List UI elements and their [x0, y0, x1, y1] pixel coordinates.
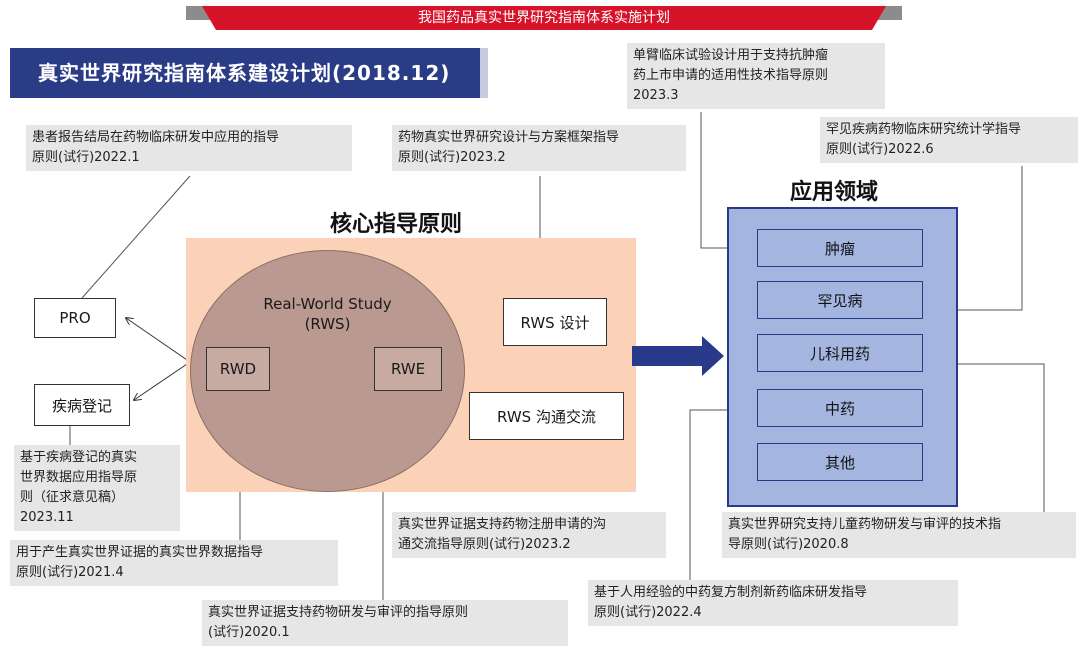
arrow-to-registry	[134, 361, 191, 400]
app-item-rare-disease: 罕见病	[757, 281, 923, 319]
app-item-other: 其他	[757, 443, 923, 481]
note-line: 药物真实世界研究设计与方案框架指导	[398, 130, 620, 145]
note-line: 原则(试行)2022.4	[594, 605, 702, 620]
note-rwd-guideline: 用于产生真实世界证据的真实世界数据指导 原则(试行)2021.4	[10, 540, 338, 586]
rws-design-box: RWS 设计	[503, 298, 607, 346]
note-line: 真实世界证据支持药物研发与审评的指导原则	[208, 605, 469, 620]
note-communication-guideline: 真实世界证据支持药物注册申请的沟 通交流指导原则(试行)2023.2	[392, 512, 666, 558]
note-single-arm: 单臂临床试验设计用于支持抗肿瘤 药上市申请的适用性技术指导原则 2023.3	[627, 43, 885, 109]
main-title-text: 真实世界研究指南体系建设计划(2018.12)	[38, 61, 451, 85]
rws-title-line: Real-World Study	[263, 295, 392, 313]
pro-box: PRO	[34, 298, 116, 338]
application-heading: 应用领域	[790, 180, 879, 205]
note-line: 真实世界证据支持药物注册申请的沟	[398, 517, 607, 532]
line-pro-note	[81, 175, 191, 299]
note-line: 原则(试行)2022.6	[826, 142, 934, 157]
rwd-box: RWD	[206, 347, 270, 391]
core-heading: 核心指导原则	[330, 212, 463, 237]
note-rwe-guideline: 真实世界证据支持药物研发与审评的指导原则 (试行)2020.1	[202, 600, 568, 646]
note-pediatric-guideline: 真实世界研究支持儿童药物研发与审评的技术指 导原则(试行)2020.8	[722, 512, 1076, 558]
note-line: 罕见疾病药物临床研究统计学指导	[826, 122, 1022, 137]
main-title: 真实世界研究指南体系建设计划(2018.12)	[10, 48, 488, 98]
note-line: 单臂临床试验设计用于支持抗肿瘤	[633, 48, 829, 63]
title-stripe	[480, 48, 488, 98]
note-pro-guideline: 患者报告结局在药物临床研发中应用的指导 原则(试行)2022.1	[26, 125, 352, 171]
note-line: 基于疾病登记的真实	[20, 450, 138, 465]
note-line: 通交流指导原则(试行)2023.2	[398, 537, 571, 552]
note-registry-guideline: 基于疾病登记的真实 世界数据应用指导原 则（征求意见稿） 2023.11	[14, 445, 180, 531]
app-item-tcm: 中药	[757, 389, 923, 427]
note-line: 导原则(试行)2020.8	[728, 537, 849, 552]
registry-box: 疾病登记	[34, 384, 130, 426]
note-tcm-guideline: 基于人用经验的中药复方制剂新药临床研发指导 原则(试行)2022.4	[588, 580, 958, 626]
rws-title-line: (RWS)	[304, 315, 351, 333]
note-line: 2023.11	[20, 510, 74, 525]
note-line: 原则(试行)2021.4	[16, 565, 124, 580]
note-line: 世界数据应用指导原	[20, 470, 138, 485]
note-line: 药上市申请的适用性技术指导原则	[633, 68, 829, 83]
note-line: 2023.3	[633, 88, 679, 103]
banner-shape	[186, 6, 902, 30]
note-line: 则（征求意见稿）	[20, 490, 125, 505]
note-rare-disease: 罕见疾病药物临床研究统计学指导 原则(试行)2022.6	[820, 117, 1078, 163]
app-item-pediatrics: 儿科用药	[757, 334, 923, 372]
note-line: 基于人用经验的中药复方制剂新药临床研发指导	[594, 585, 868, 600]
note-line: 原则(试行)2022.1	[32, 150, 140, 165]
arrow-to-pro	[126, 318, 191, 363]
note-line: 患者报告结局在药物临床研发中应用的指导	[32, 130, 280, 145]
note-design-framework: 药物真实世界研究设计与方案框架指导 原则(试行)2023.2	[392, 125, 686, 171]
banner-title: 我国药品真实世界研究指南体系实施计划	[418, 10, 670, 26]
top-banner: 我国药品真实世界研究指南体系实施计划	[186, 6, 902, 30]
rws-communication-box: RWS 沟通交流	[469, 392, 624, 440]
big-arrow-icon	[632, 336, 724, 376]
note-line: 用于产生真实世界证据的真实世界数据指导	[16, 545, 264, 560]
note-line: 原则(试行)2023.2	[398, 150, 506, 165]
line-pediatric	[923, 363, 1045, 512]
rwe-box: RWE	[374, 347, 442, 391]
note-line: (试行)2020.1	[208, 625, 290, 640]
note-line: 真实世界研究支持儿童药物研发与审评的技术指	[728, 517, 1002, 532]
rws-title: Real-World Study (RWS)	[240, 294, 415, 334]
app-item-oncology: 肿瘤	[757, 229, 923, 267]
